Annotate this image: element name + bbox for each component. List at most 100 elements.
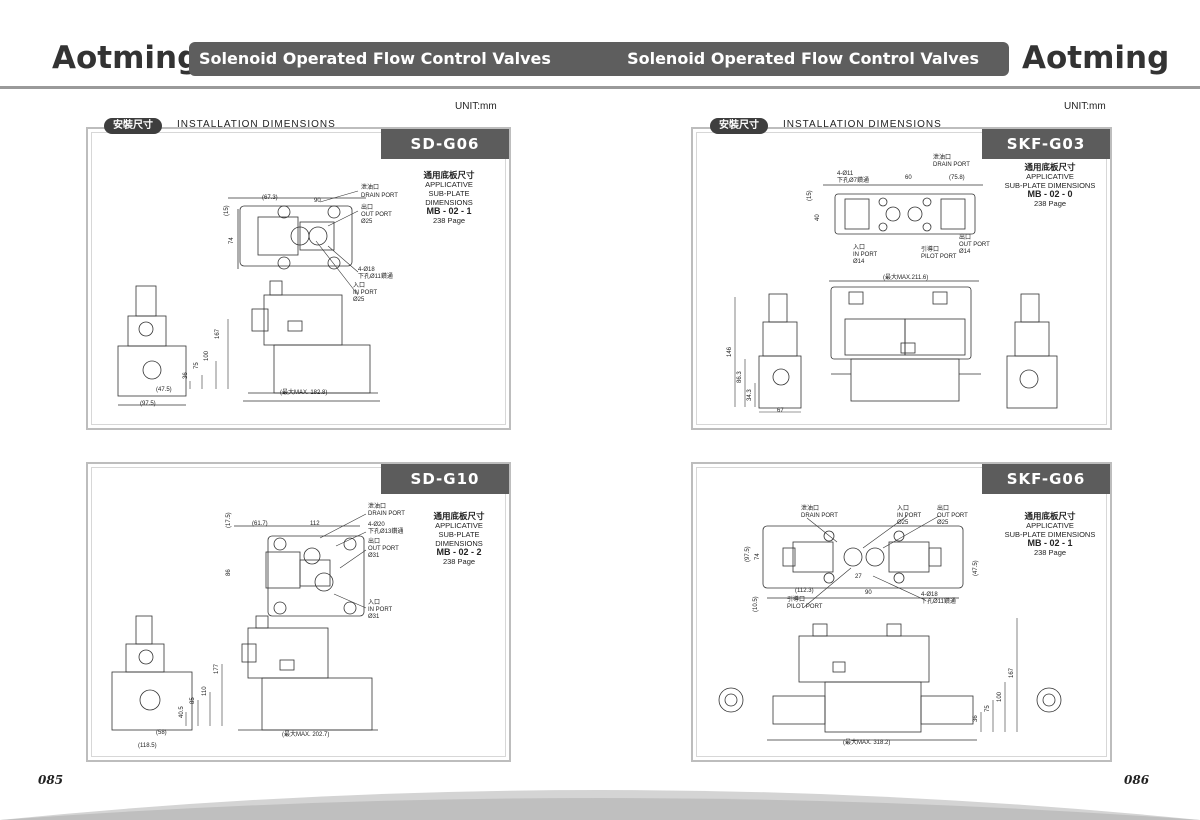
dim-74: 74	[755, 553, 761, 560]
label-in-en: IN PORT	[353, 290, 378, 296]
label-drain-en: DRAIN PORT	[361, 193, 398, 199]
label-in-cn: 入口	[853, 244, 865, 251]
page-number-left: 085	[38, 773, 64, 787]
drawing-skf-g03: 泄油口 DRAIN PORT 4-Ø11 下孔Ø7鑽通 出口 OUT PORT …	[727, 153, 1058, 414]
label-in-en: IN PORT	[368, 607, 393, 613]
label-in-cn: 入口	[368, 599, 380, 606]
subplate-info: 通用底板尺寸 APPLICATIVE SUB-PLATE DIMENSIONS …	[423, 170, 475, 226]
subplate-info: 通用底板尺寸 APPLICATIVE SUB-PLATE DIMENSIONS …	[1004, 162, 1096, 209]
dim-61-7: (61.7)	[252, 521, 268, 527]
dim-max: (最大MAX. 318.2)	[843, 738, 890, 746]
dim-27: 27	[855, 574, 862, 580]
dim-60: 60	[905, 175, 912, 181]
label-out-d: Ø25	[361, 219, 373, 225]
panel-sd-g06: SD-G06 通用底板尺寸 APPLICATIVE SUB-PLATE DIME…	[86, 127, 511, 430]
dim-146: 146	[727, 346, 733, 357]
label-pilot-en: PILOT PORT	[921, 254, 957, 260]
label-in-en: IN PORT	[853, 252, 878, 258]
label-out-en: OUT PORT	[368, 546, 399, 552]
dim-75: 75	[194, 362, 200, 369]
dim-112: 112	[310, 521, 320, 527]
dim-74: 74	[229, 237, 235, 244]
dim-100: 100	[204, 350, 210, 361]
dim-118-5: (118.5)	[138, 743, 157, 749]
dim-167: 167	[215, 328, 221, 339]
drawing-sd-g06: 泄油口 DRAIN PORT 出口 OUT PORT Ø25 4-Ø18 下孔Ø…	[117, 183, 398, 407]
dim-90: 90	[314, 198, 321, 204]
section-title-skf-g03: INSTALLATION DIMENSIONS	[783, 119, 942, 130]
label-in-cn: 入口	[353, 282, 365, 289]
label-pilot-en: PILOT PORT	[787, 604, 823, 610]
dim-112-3: (112.3)	[795, 588, 814, 594]
label-out-d: Ø14	[959, 249, 971, 255]
dim-36: 36	[973, 715, 979, 722]
subplate-info: 通用底板尺寸 APPLICATIVE SUB-PLATE DIMENSIONS …	[1004, 511, 1096, 558]
dim-15: (15)	[224, 205, 230, 216]
dim-67: (67.3)	[262, 195, 278, 201]
page-number-right: 086	[1124, 773, 1150, 787]
dim-85: 85	[190, 697, 196, 704]
drawing-skf-g06: 泄油口 DRAIN PORT 入口 IN PORT Ø25 出口 OUT POR…	[718, 504, 1062, 746]
dim-17-5: (17.5)	[226, 512, 232, 528]
label-drain-cn: 泄油口	[933, 153, 951, 161]
dim-75: 75	[985, 705, 991, 712]
drawing-sd-g10: 泄油口 DRAIN PORT 4-Ø20 下孔Ø13鑽通 出口 OUT PORT…	[111, 502, 405, 749]
dim-max: (最大MAX. 182.8)	[280, 388, 327, 396]
label-holes: 4-Ø18	[921, 592, 938, 598]
label-holes-sub: 下孔Ø13鑽通	[368, 527, 403, 535]
footer-swoosh	[0, 790, 1200, 820]
dim-40: 40	[815, 214, 821, 221]
model-tab: SKF-G06	[982, 464, 1110, 494]
label-pilot-cn: 引導口	[787, 595, 805, 603]
dim-67: 67	[777, 408, 784, 414]
label-in-en: IN PORT	[897, 513, 922, 519]
label-pilot-cn: 引導口	[921, 245, 939, 253]
dim-86: 86	[226, 569, 232, 576]
model-tab: SD-G06	[381, 129, 509, 159]
brand-logo-left: Aotming	[52, 40, 200, 76]
label-out-en: OUT PORT	[361, 212, 392, 218]
label-holes-sub: 下孔Ø11鑽通	[921, 597, 956, 605]
label-out-en: OUT PORT	[959, 242, 990, 248]
brand-logo-right: Aotming	[1022, 40, 1170, 76]
model-tab: SKF-G03	[982, 129, 1110, 159]
label-drain-cn: 泄油口	[801, 504, 819, 512]
label-out-d: Ø25	[937, 520, 949, 526]
label-holes: 4-Ø11	[837, 171, 854, 177]
label-out-cn: 出口	[937, 504, 949, 512]
model-tab: SD-G10	[381, 464, 509, 494]
label-out-d: Ø31	[368, 553, 380, 559]
dim-100: 100	[997, 691, 1003, 702]
label-drain-en: DRAIN PORT	[933, 162, 970, 168]
subplate-info: 通用底板尺寸 APPLICATIVE SUB-PLATE DIMENSIONS …	[433, 511, 485, 567]
dim-97-5: (97.5)	[745, 546, 751, 562]
dim-75-8: (75.8)	[949, 175, 965, 181]
dim-36: 36	[183, 372, 189, 379]
label-out-cn: 出口	[368, 537, 380, 545]
label-drain-en: DRAIN PORT	[368, 511, 405, 517]
label-in-d: Ø14	[853, 259, 865, 265]
label-drain-cn: 泄油口	[361, 183, 379, 191]
label-in-cn: 入口	[897, 505, 909, 512]
label-holes: 4-Ø20	[368, 522, 385, 528]
label-out-en: OUT PORT	[937, 513, 968, 519]
dim-max: (最大MAX. 202.7)	[282, 730, 329, 738]
label-in-d: Ø31	[368, 614, 380, 620]
dim-97-5: (97.5)	[140, 401, 156, 407]
dim-15: (15)	[807, 190, 813, 201]
dim-10-5: (10.5)	[753, 596, 759, 612]
panel-sd-g10: SD-G10 通用底板尺寸 APPLICATIVE SUB-PLATE DIME…	[86, 462, 511, 762]
label-holes-sub: 下孔Ø7鑽通	[837, 176, 869, 184]
dim-47-5: (47.5)	[156, 387, 172, 393]
dim-110: 110	[202, 686, 208, 696]
label-holes: 4-Ø18	[358, 267, 375, 273]
header-title-left: Solenoid Operated Flow Control Valves	[199, 49, 551, 68]
dim-40-5: 40.5	[179, 706, 185, 718]
header-title-bar: Solenoid Operated Flow Control Valves So…	[189, 42, 1009, 76]
header-rule	[0, 86, 1200, 89]
section-pill-skf-g03: 安裝尺寸	[710, 118, 768, 134]
dim-86-3: 86.3	[737, 371, 743, 383]
dim-177: 177	[214, 663, 220, 674]
dim-90: 90	[865, 590, 872, 596]
dim-167: 167	[1009, 667, 1015, 678]
